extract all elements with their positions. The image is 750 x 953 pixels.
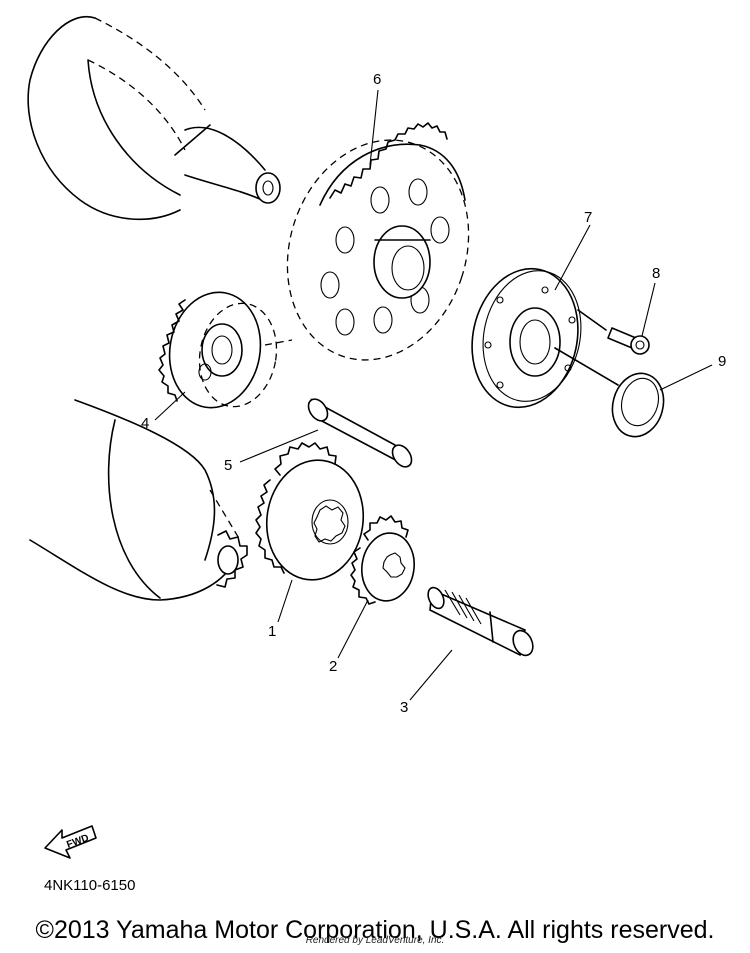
callout-6: 6 xyxy=(373,71,381,88)
bolt xyxy=(577,309,650,355)
pin xyxy=(307,398,413,468)
gear-teeth-6 xyxy=(329,122,448,199)
crankshaft-illustration xyxy=(27,15,281,221)
starter-motor-illustration xyxy=(29,399,248,601)
callout-5: 5 xyxy=(224,457,232,474)
callout-7: 7 xyxy=(584,209,592,226)
gear-1 xyxy=(255,442,365,581)
callout-3: 3 xyxy=(400,699,408,716)
callout-9: 9 xyxy=(718,353,726,370)
gear-2 xyxy=(350,515,415,605)
callout-2: 2 xyxy=(329,658,337,675)
shaft xyxy=(427,586,534,657)
large-wheel-gear xyxy=(286,122,470,361)
part-code: 4NK110-6150 xyxy=(44,877,136,894)
callout-8: 8 xyxy=(652,265,660,282)
one-way-clutch xyxy=(471,267,582,409)
leader-lines xyxy=(154,89,713,701)
callout-1: 1 xyxy=(268,623,276,640)
rendered-by-notice: Rendered by LeadVenture, Inc. xyxy=(305,935,445,946)
fwd-arrow-icon: FWD xyxy=(44,825,97,859)
washer xyxy=(554,347,665,438)
idler-gear xyxy=(158,291,293,409)
copyright-notice: ©2013 Yamaha Motor Corporation, U.S.A. A… xyxy=(35,916,715,944)
callout-4: 4 xyxy=(141,415,149,432)
